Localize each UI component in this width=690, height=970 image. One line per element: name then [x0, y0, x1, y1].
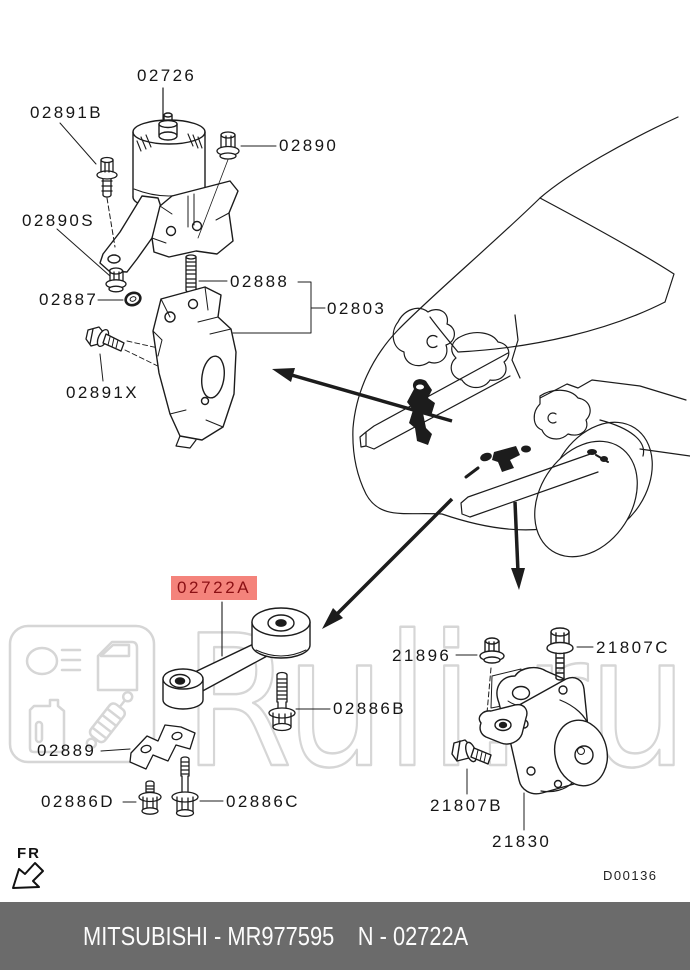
- part-label-21807B: 21807B: [430, 796, 504, 815]
- part-label-02888: 02888: [230, 272, 290, 291]
- right-engine-mount-drawing: [451, 627, 609, 831]
- part-label-02890S: 02890S: [22, 211, 96, 230]
- part-label-02803: 02803: [327, 299, 387, 318]
- car-illustration: [352, 116, 690, 558]
- watermark-logo: [8, 624, 156, 764]
- part-label-02886B: 02886B: [333, 699, 407, 718]
- part-label-02886C: 02886C: [226, 792, 300, 811]
- footer-bar: MITSUBISHI - MR977595 N - 02722A: [0, 902, 690, 970]
- shock-absorber-icon: [85, 691, 134, 750]
- part-label-02891X: 02891X: [66, 383, 140, 402]
- part-label-02726: 02726: [137, 66, 197, 85]
- part-label-21807C: 21807C: [596, 638, 670, 657]
- headlight-icon: [25, 646, 82, 676]
- part-label-02886D: 02886D: [41, 792, 115, 811]
- fastener-drawings-bottom-left: [100, 671, 331, 817]
- highlighted-part-label: 02722A: [171, 576, 258, 600]
- fastener-drawings-top: [56, 122, 326, 382]
- front-direction-label: FR: [17, 845, 41, 862]
- part-label-02890: 02890: [279, 136, 339, 155]
- oil-can-icon: [28, 698, 66, 754]
- arrow-to-right-mount: [511, 501, 525, 590]
- drawing-code: D00136: [603, 868, 658, 883]
- part-label-21830: 21830: [492, 832, 552, 851]
- arrow-to-bracket: [272, 368, 453, 423]
- footer-brand-part-number: MITSUBISHI - MR977595: [83, 920, 335, 951]
- torque-rod-drawing: [162, 601, 311, 710]
- part-label-02891B: 02891B: [30, 103, 104, 122]
- bracket-drawing: [152, 286, 237, 449]
- fr-direction-arrow: [12, 862, 44, 889]
- footer-catalog-number: N - 02722A: [357, 920, 469, 951]
- diagram-canvas: Ruli.ru: [8, 87, 690, 889]
- car-door-icon: [96, 640, 139, 692]
- part-label-02887: 02887: [39, 290, 99, 309]
- arrow-to-torque-rod: [322, 497, 454, 629]
- part-label-21896: 21896: [392, 646, 452, 665]
- part-label-02889: 02889: [37, 741, 97, 760]
- front-engine-mount-drawing: [99, 87, 239, 273]
